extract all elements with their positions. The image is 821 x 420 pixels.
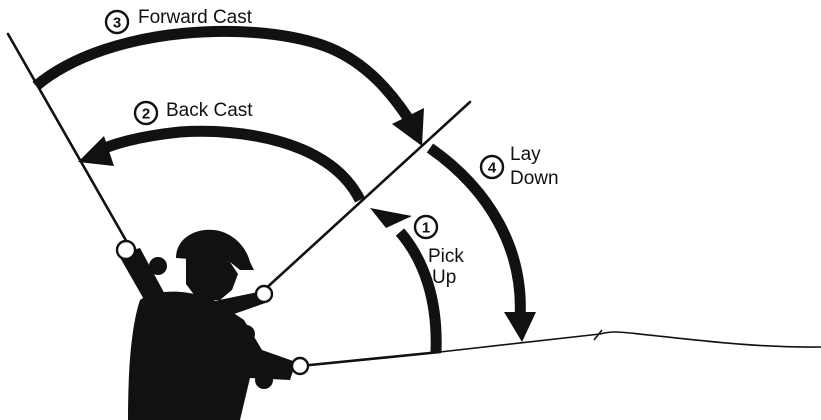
step-number-badge bbox=[479, 154, 505, 180]
step-lay-down: 4 Lay Down bbox=[479, 144, 559, 189]
back-cast-arrowhead bbox=[78, 136, 114, 166]
hand-forward bbox=[254, 284, 274, 304]
step-pick-up: 1 Pick Up bbox=[413, 214, 464, 288]
step-number-badge bbox=[413, 214, 439, 240]
lay-down-arc bbox=[426, 143, 526, 319]
angler-forward-arm bbox=[190, 292, 268, 326]
line-hand-2 bbox=[237, 325, 255, 343]
forward-cast-arrowhead bbox=[392, 108, 424, 146]
step-label: Forward Cast bbox=[138, 7, 253, 28]
step-label-line-2: Up bbox=[432, 267, 456, 288]
step-number: 3 bbox=[113, 15, 121, 32]
rod-back-position bbox=[6, 32, 130, 246]
angler-silhouette bbox=[118, 229, 296, 420]
step-label-line-1: Pick bbox=[428, 246, 464, 267]
pick-up-arc bbox=[395, 228, 442, 353]
lay-down-arrowhead bbox=[504, 312, 536, 342]
angler-back-arm bbox=[118, 248, 168, 310]
step-label-line-1: Lay bbox=[510, 144, 541, 165]
forward-cast-arc bbox=[32, 25, 413, 122]
fly-line-water bbox=[299, 331, 821, 367]
rod-forward-position bbox=[260, 100, 472, 294]
hand-back bbox=[115, 239, 137, 261]
line-hand-1 bbox=[149, 257, 167, 275]
step-number: 4 bbox=[488, 160, 497, 177]
back-cast-arc bbox=[93, 125, 365, 203]
step-number: 2 bbox=[142, 106, 150, 123]
water-line-break bbox=[593, 329, 603, 341]
step-number-badge bbox=[104, 9, 130, 35]
line-hand-3 bbox=[255, 371, 273, 389]
step-label: Back Cast bbox=[166, 100, 253, 121]
step-number: 1 bbox=[422, 220, 430, 237]
step-label-line-2: Down bbox=[510, 168, 559, 189]
pick-up-arrowhead bbox=[370, 208, 412, 228]
hand-lay-down bbox=[290, 356, 310, 376]
angler-torso bbox=[128, 291, 296, 420]
step-forward-cast: 3 Forward Cast bbox=[104, 7, 253, 35]
angler-head bbox=[186, 258, 238, 300]
rod-lay-down-position bbox=[298, 350, 442, 368]
step-number-badge bbox=[133, 100, 159, 126]
angler-hat bbox=[176, 229, 254, 270]
step-back-cast: 2 Back Cast bbox=[133, 100, 253, 126]
